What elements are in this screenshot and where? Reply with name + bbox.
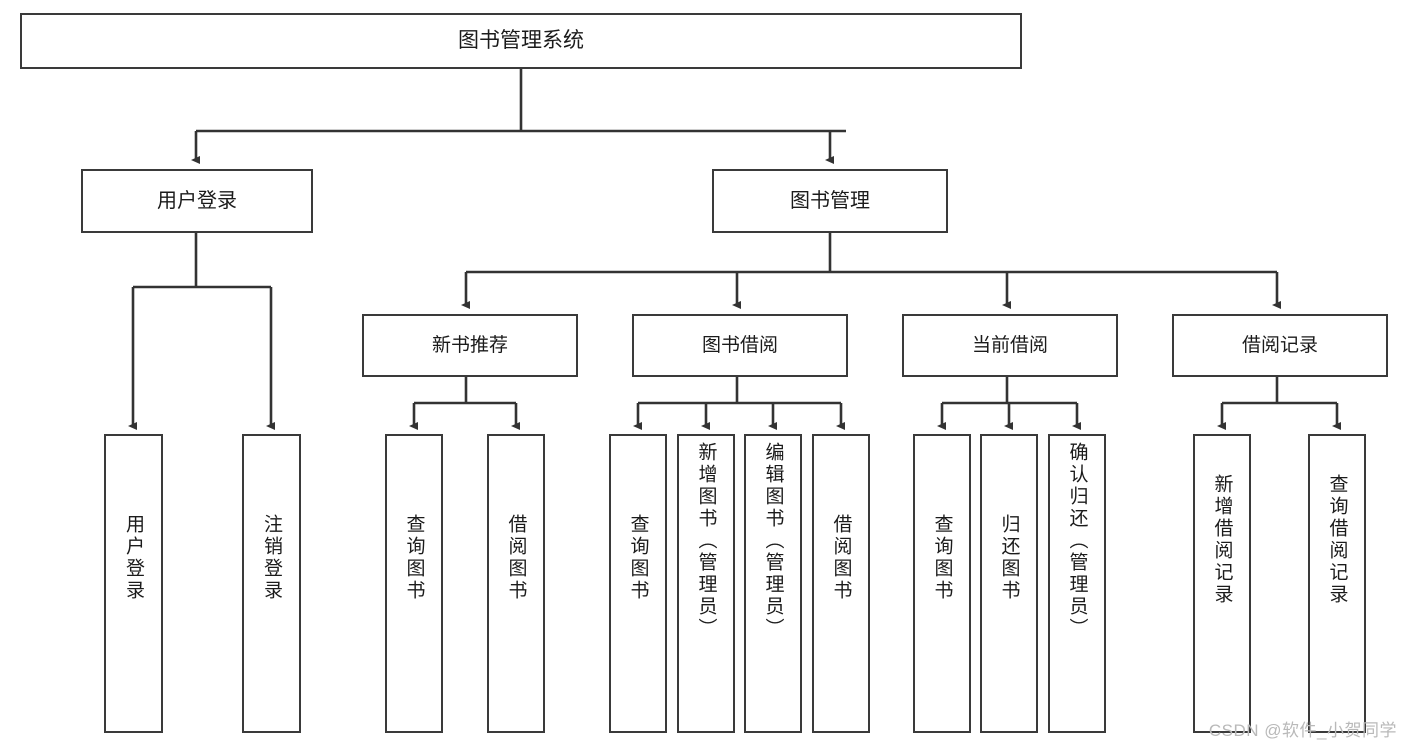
leaf-confirm-return-admin[interactable]: 确认归还（管理员） <box>1048 434 1106 733</box>
node-label: 注销登录 <box>261 514 282 602</box>
leaf-add-borrow-record[interactable]: 新增借阅记录 <box>1193 434 1251 733</box>
node-new-book-recommend[interactable]: 新书推荐 <box>362 314 578 377</box>
node-label: 图书管理 <box>790 189 870 212</box>
leaf-query-book-borrow[interactable]: 查询图书 <box>609 434 667 733</box>
leaf-borrow-book-borrow[interactable]: 借阅图书 <box>812 434 870 733</box>
leaf-query-book-current[interactable]: 查询图书 <box>913 434 971 733</box>
leaf-logout-login[interactable]: 注销登录 <box>242 434 301 733</box>
leaf-query-borrow-record[interactable]: 查询借阅记录 <box>1308 434 1366 733</box>
leaf-user-login[interactable]: 用户登录 <box>104 434 163 733</box>
leaf-edit-book-admin[interactable]: 编辑图书（管理员） <box>744 434 802 733</box>
node-label: 借阅图书 <box>505 514 527 602</box>
node-book-management[interactable]: 图书管理 <box>712 169 948 233</box>
node-label: 图书借阅 <box>701 334 778 356</box>
node-label: 查询图书 <box>627 514 649 602</box>
leaf-return-book[interactable]: 归还图书 <box>980 434 1038 733</box>
node-label: 新增借阅记录 <box>1211 474 1233 606</box>
node-label: 图书管理系统 <box>458 29 584 53</box>
csdn-watermark: CSDN @软件_小贺同学 <box>1208 721 1397 740</box>
node-label: 用户登录 <box>157 189 237 212</box>
node-label: 当前借阅 <box>971 334 1048 356</box>
node-current-borrow[interactable]: 当前借阅 <box>902 314 1118 377</box>
leaf-borrow-book-recommend[interactable]: 借阅图书 <box>487 434 545 733</box>
node-label: 用户登录 <box>123 514 144 602</box>
leaf-add-book-admin[interactable]: 新增图书（管理员） <box>677 434 735 733</box>
node-label: 查询图书 <box>931 514 953 602</box>
node-book-management-system[interactable]: 图书管理系统 <box>20 13 1022 69</box>
node-user-login[interactable]: 用户登录 <box>81 169 313 233</box>
node-label: 新书推荐 <box>431 334 508 356</box>
node-label: 确认归还（管理员） <box>1066 442 1088 640</box>
node-label: 新增图书（管理员） <box>695 442 717 640</box>
node-label: 借阅图书 <box>830 514 852 602</box>
node-borrow-record[interactable]: 借阅记录 <box>1172 314 1388 377</box>
leaf-query-book-recommend[interactable]: 查询图书 <box>385 434 443 733</box>
node-label: 查询图书 <box>403 514 425 602</box>
node-label: 查询借阅记录 <box>1326 474 1348 606</box>
node-label: 归还图书 <box>998 514 1020 602</box>
node-label: 借阅记录 <box>1241 334 1318 356</box>
node-label: 编辑图书（管理员） <box>762 442 784 640</box>
node-book-borrow[interactable]: 图书借阅 <box>632 314 848 377</box>
